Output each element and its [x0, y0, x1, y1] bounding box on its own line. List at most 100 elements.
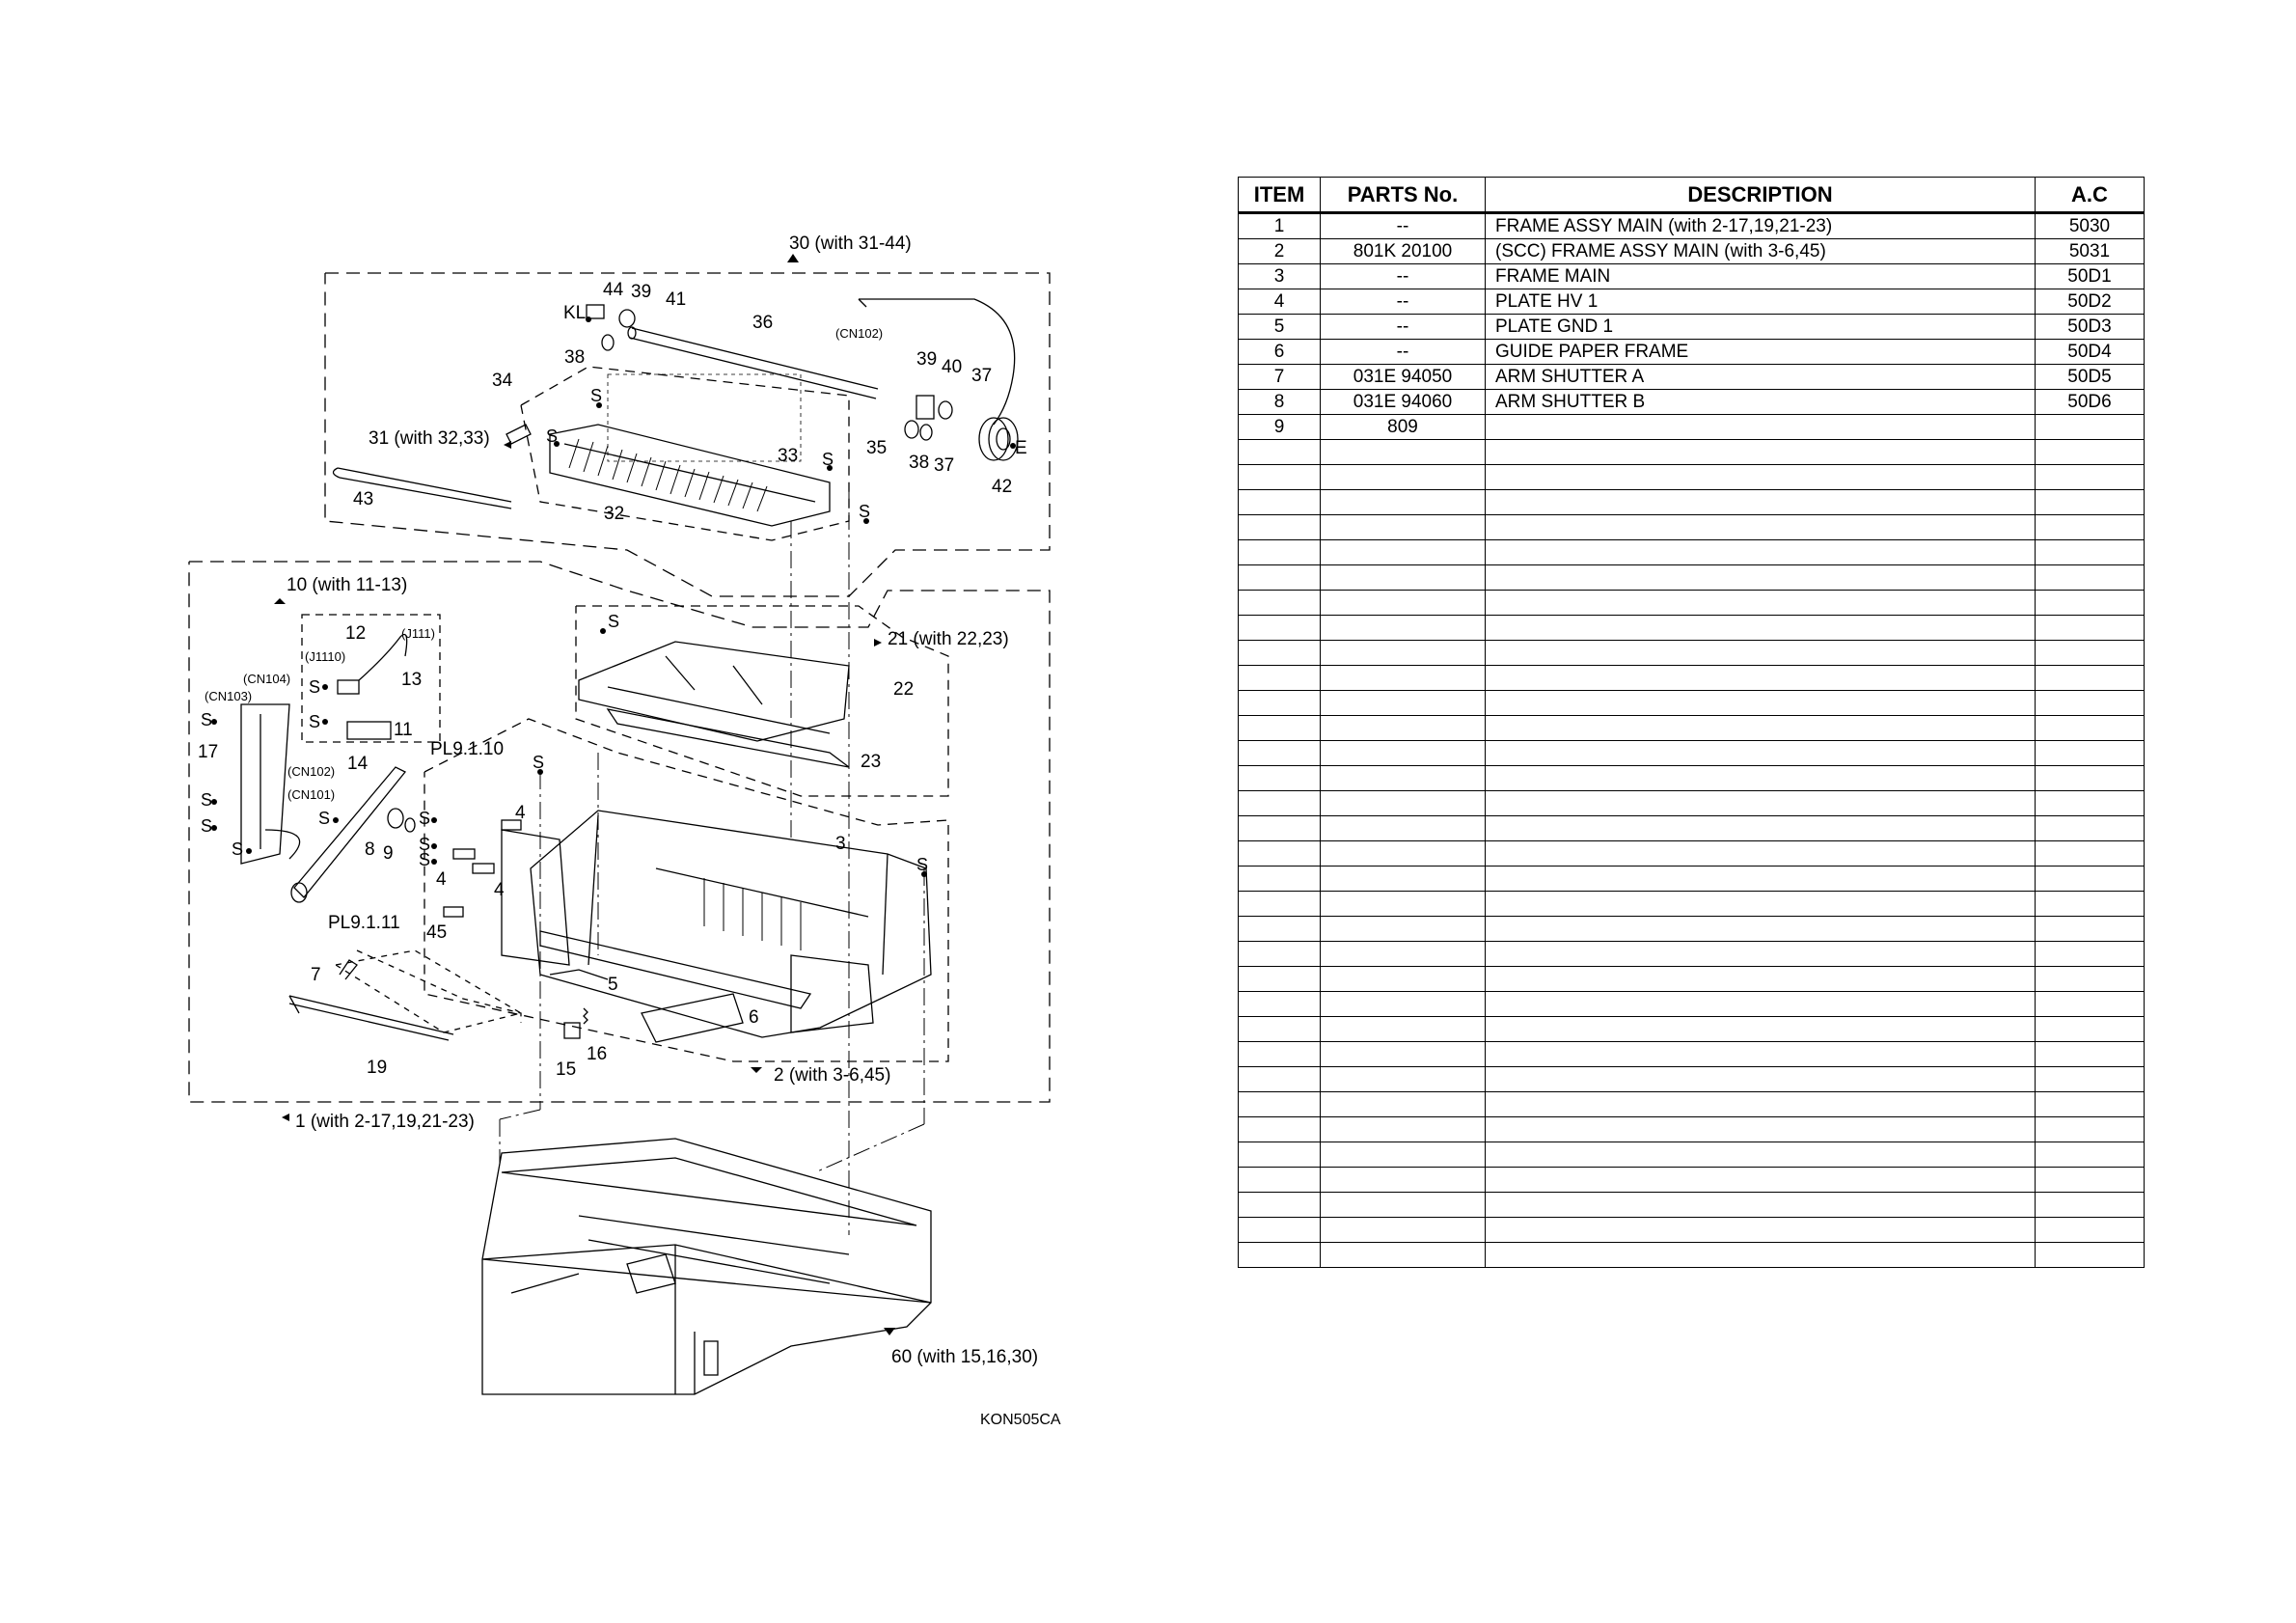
- table-row-empty: [1238, 790, 2145, 816]
- callout-j1110: (J1110): [305, 649, 345, 664]
- cell-item: [1238, 891, 1321, 917]
- cell-ac: [2035, 690, 2145, 716]
- rod-43: [332, 467, 512, 509]
- callout-pl9111: PL9.1.11: [328, 913, 400, 933]
- cell-item: [1238, 539, 1321, 565]
- parts-table-body: 1--FRAME ASSY MAIN (with 2-17,19,21-23)5…: [1238, 212, 2145, 1268]
- table-row-empty: [1238, 891, 2145, 917]
- cell-item: [1238, 640, 1321, 666]
- callout-7: 7: [311, 965, 321, 985]
- header-parts-no: PARTS No.: [1320, 177, 1486, 214]
- cell-parts-no: [1320, 1066, 1486, 1092]
- callout-assy2: 2 (with 3-6,45): [774, 1065, 890, 1086]
- gear-42: [978, 417, 1019, 461]
- cell-ac: [2035, 866, 2145, 892]
- cell-parts-no: [1320, 840, 1486, 867]
- callout-41: 41: [666, 289, 686, 310]
- callout-22: 22: [893, 679, 914, 700]
- cell-description: [1485, 414, 2036, 440]
- cell-item: [1238, 790, 1321, 816]
- cell-item: 1: [1238, 212, 1321, 239]
- cell-ac: [2035, 489, 2145, 515]
- callout-37b: 37: [934, 455, 954, 476]
- callout-6: 6: [749, 1007, 759, 1028]
- cell-parts-no: --: [1320, 339, 1486, 365]
- table-row-empty: [1238, 514, 2145, 540]
- cell-description: [1485, 765, 2036, 791]
- bracket-17: [240, 703, 301, 865]
- table-row-empty: [1238, 1066, 2145, 1092]
- cell-ac: [2035, 1192, 2145, 1218]
- table-row-empty: [1238, 1116, 2145, 1142]
- cell-ac: [2035, 539, 2145, 565]
- table-row-empty: [1238, 690, 2145, 716]
- cell-ac: [2035, 1091, 2145, 1117]
- cell-description: [1485, 1167, 2036, 1193]
- cell-parts-no: [1320, 1142, 1486, 1168]
- callout-assy30: 30 (with 31-44): [789, 234, 912, 254]
- callout-5: 5: [608, 975, 618, 995]
- cell-ac: [2035, 464, 2145, 490]
- cell-description: FRAME MAIN: [1485, 263, 2036, 289]
- cell-ac: 50D1: [2035, 263, 2145, 289]
- cell-description: [1485, 1041, 2036, 1067]
- pwb-10: [337, 633, 408, 740]
- tray-60: [481, 1138, 932, 1395]
- cell-item: [1238, 740, 1321, 766]
- cell-parts-no: [1320, 1242, 1486, 1268]
- cell-description: [1485, 1217, 2036, 1243]
- cell-ac: [2035, 665, 2145, 691]
- screw-label: S: [859, 502, 870, 521]
- cell-parts-no: [1320, 665, 1486, 691]
- screw-label: S: [822, 450, 834, 469]
- table-row-empty: [1238, 665, 2145, 691]
- cell-ac: [2035, 891, 2145, 917]
- cell-ac: [2035, 815, 2145, 841]
- cell-item: [1238, 1016, 1321, 1042]
- table-row-empty: [1238, 640, 2145, 666]
- cell-description: PLATE GND 1: [1485, 314, 2036, 340]
- cell-parts-no: --: [1320, 263, 1486, 289]
- cell-parts-no: [1320, 1116, 1486, 1142]
- table-row-empty: [1238, 615, 2145, 641]
- table-row-empty: [1238, 1041, 2145, 1067]
- assy21-boundary: [575, 605, 949, 797]
- screw-label: S: [608, 612, 619, 631]
- table-row-empty: [1238, 1192, 2145, 1218]
- cell-description: [1485, 1016, 2036, 1042]
- callout-4b: 4: [436, 869, 447, 890]
- callout-cn104: (CN104): [243, 672, 290, 686]
- cell-item: 8: [1238, 389, 1321, 415]
- callout-14: 14: [347, 754, 369, 774]
- cell-item: [1238, 514, 1321, 540]
- assy1-boundary: [188, 561, 1051, 1103]
- screw-label: S: [419, 809, 430, 828]
- cell-item: 3: [1238, 263, 1321, 289]
- screw-label: S: [916, 855, 928, 874]
- cell-parts-no: [1320, 464, 1486, 490]
- callout-13: 13: [401, 670, 422, 690]
- parts-list: ITEM PARTS No. DESCRIPTION A.C 1--FRAME …: [1238, 177, 2145, 1268]
- cell-ac: 5030: [2035, 212, 2145, 239]
- cell-description: [1485, 439, 2036, 465]
- screw-label: S: [419, 835, 430, 854]
- callout-32: 32: [604, 504, 624, 524]
- callout-assy1: 1 (with 2-17,19,21-23): [295, 1112, 475, 1132]
- cell-ac: [2035, 790, 2145, 816]
- screw-label: S: [419, 850, 430, 869]
- callout-35: 35: [866, 438, 887, 458]
- cell-description: [1485, 564, 2036, 591]
- screw-label: S: [546, 426, 558, 446]
- callout-16: 16: [587, 1044, 607, 1064]
- cell-ac: [2035, 991, 2145, 1017]
- cell-parts-no: [1320, 765, 1486, 791]
- cell-item: [1238, 1041, 1321, 1067]
- table-row-empty: [1238, 1167, 2145, 1193]
- cell-parts-no: [1320, 891, 1486, 917]
- screw-label: S: [232, 839, 243, 859]
- cell-parts-no: 809: [1320, 414, 1486, 440]
- cell-ac: [2035, 439, 2145, 465]
